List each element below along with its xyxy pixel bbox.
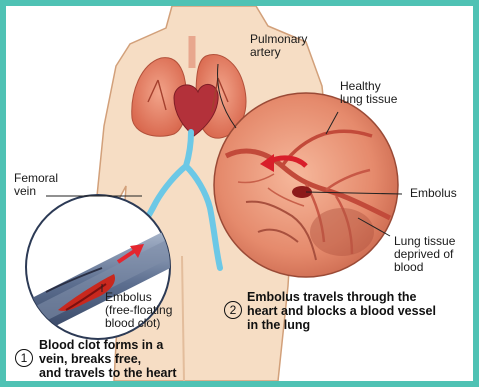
step-2-number: 2	[224, 301, 242, 319]
label-embolus: Embolus	[410, 187, 457, 200]
label-pulmonary-artery: Pulmonary artery	[250, 33, 307, 59]
diagram-frame: Pulmonary artery Healthy lung tissue Fem…	[6, 6, 473, 381]
step-1-text: Blood clot forms in a vein, breaks free,…	[39, 338, 177, 380]
label-femoral-vein: Femoral vein	[14, 172, 58, 198]
label-embolus-clot: Embolus (free-floating blood clot)	[105, 291, 172, 330]
step-2-text: Embolus travels through the heart and bl…	[247, 290, 436, 332]
label-healthy-lung: Healthy lung tissue	[340, 80, 397, 106]
lung-magnification	[214, 93, 398, 277]
label-lung-deprived: Lung tissue deprived of blood	[394, 235, 455, 274]
step-1-number: 1	[15, 349, 33, 367]
